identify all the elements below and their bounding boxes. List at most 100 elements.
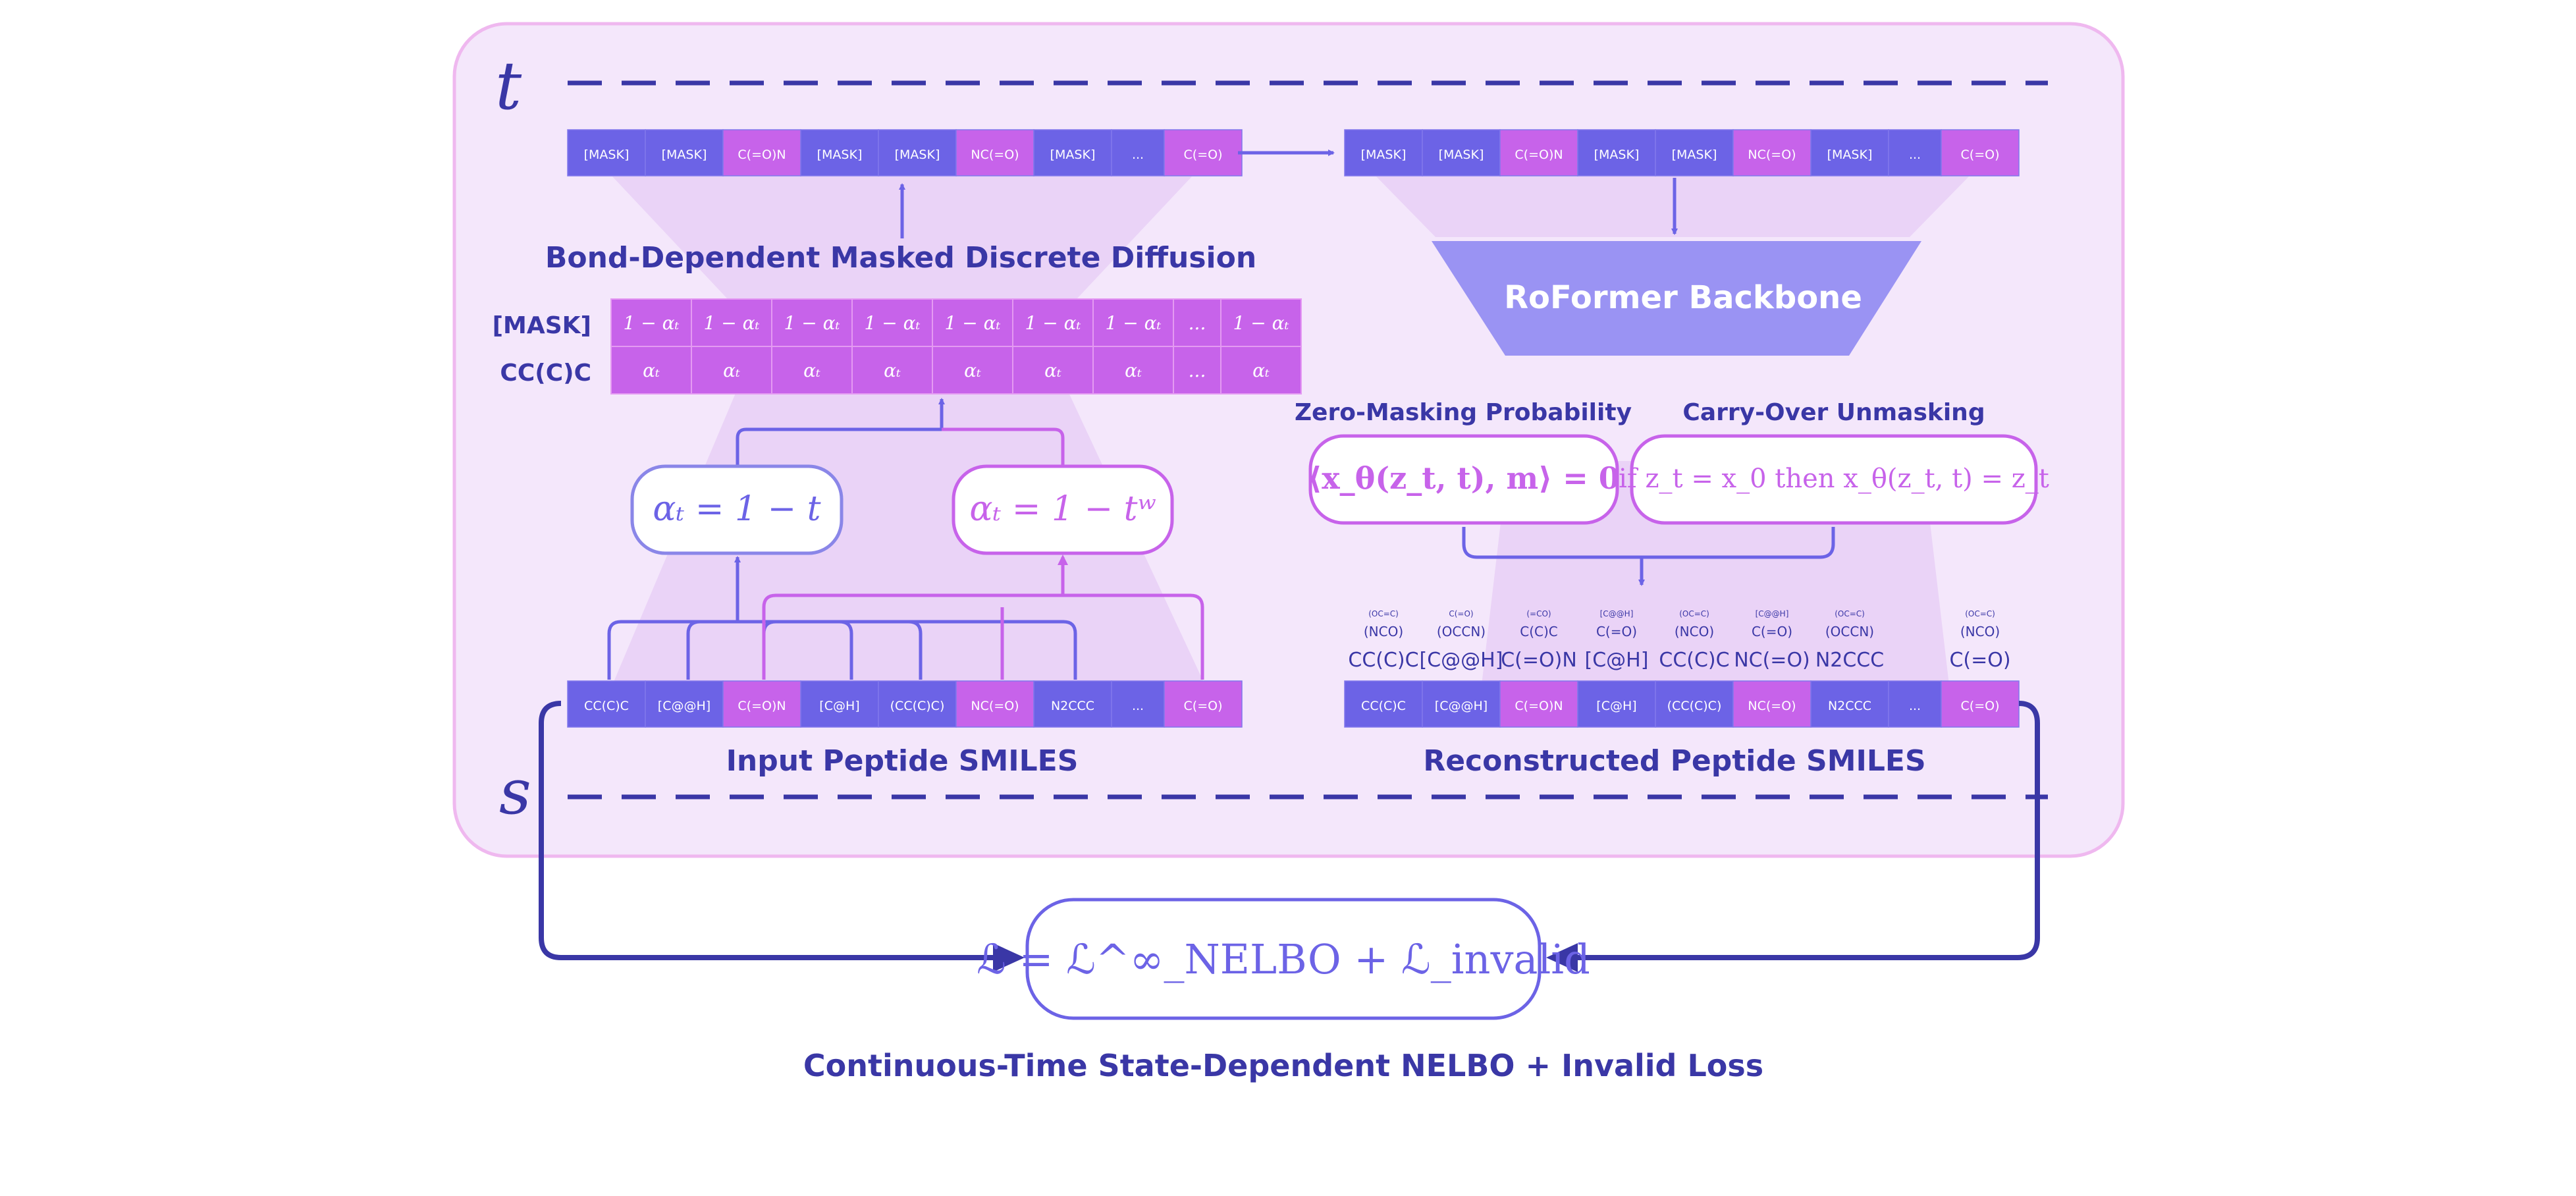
schedule-linear-box bbox=[630, 464, 844, 555]
token-label: [MASK] bbox=[1672, 148, 1717, 162]
candidate-small: (NCO) bbox=[1364, 624, 1403, 639]
token-label: C(=O) bbox=[1961, 699, 2000, 713]
token-label: C(=O) bbox=[1184, 699, 1223, 713]
token-cell bbox=[722, 680, 801, 728]
table-cell bbox=[932, 346, 1013, 394]
token-label: [C@H] bbox=[1596, 699, 1636, 713]
table-cell-text: αₜ bbox=[803, 360, 820, 381]
candidate-main: CC(C)C bbox=[1348, 649, 1418, 672]
token-cell bbox=[1499, 129, 1578, 177]
token-label: [C@H] bbox=[819, 699, 859, 713]
table-cell-text: αₜ bbox=[1252, 360, 1270, 381]
schedule-power-text: αₜ = 1 − tʷ bbox=[969, 489, 1156, 529]
token-label: ... bbox=[1909, 148, 1921, 162]
token-cell bbox=[800, 129, 879, 177]
table-cell-text: αₜ bbox=[884, 360, 901, 381]
token-cell bbox=[1344, 129, 1423, 177]
token-label: (CC(C)C) bbox=[890, 699, 945, 713]
token-label: [MASK] bbox=[1361, 148, 1407, 162]
token-cell bbox=[1422, 680, 1501, 728]
table-cell-text: 1 − αₜ bbox=[865, 312, 921, 334]
token-label: C(=O)N bbox=[1515, 148, 1563, 162]
carry-over-box bbox=[1630, 434, 2038, 525]
token-label: CC(C)C bbox=[584, 699, 629, 713]
candidate-small: C(=O) bbox=[1752, 624, 1792, 639]
table-cell-text: 1 − αₜ bbox=[1025, 312, 1081, 334]
token-cell bbox=[1033, 129, 1112, 177]
token-label: [C@@H] bbox=[658, 699, 711, 713]
token-cell bbox=[1655, 129, 1734, 177]
token-cell bbox=[1111, 680, 1165, 728]
token-label: [MASK] bbox=[817, 148, 863, 162]
token-cell bbox=[722, 129, 801, 177]
token-label: NC(=O) bbox=[971, 699, 1019, 713]
candidate-tiny: (OC=C) bbox=[1679, 609, 1709, 618]
candidate-main: NC(=O) bbox=[1734, 649, 1810, 672]
loss-arrowhead-right bbox=[1546, 943, 1578, 972]
token-label: C(=O)N bbox=[738, 699, 786, 713]
probability-table: 1 − αₜ 1 − αₜ 1 − αₜ 1 − αₜ 1 − αₜ 1 − αₜ 1 − … bbox=[610, 298, 1302, 394]
candidate-small: (OCCN) bbox=[1825, 624, 1874, 639]
token-label: [C@@H] bbox=[1435, 699, 1488, 713]
top-axis-label: t bbox=[495, 47, 522, 124]
token-label: C(=O)N bbox=[1515, 699, 1563, 713]
schedule-power-box bbox=[952, 464, 1174, 555]
backbone-label: RoFormer Backbone bbox=[1504, 279, 1862, 316]
token-label: [MASK] bbox=[662, 148, 707, 162]
token-cell bbox=[878, 680, 957, 728]
token-cell bbox=[1888, 129, 1942, 177]
table-cell-text: 1 − αₜ bbox=[1106, 312, 1162, 334]
loss-arrow-right bbox=[1575, 701, 2040, 960]
table-cell-text: αₜ bbox=[643, 360, 660, 381]
token-label: NC(=O) bbox=[1748, 148, 1796, 162]
reconstructed-sequence: CC(C)C[C@@H]C(=O)N[C@H](CC(C)C)NC(=O)N2C… bbox=[1344, 680, 2020, 728]
table-cell-text: 1 − αₜ bbox=[704, 312, 760, 334]
candidate-main: [C@H] bbox=[1585, 649, 1649, 672]
token-label: CC(C)C bbox=[1361, 699, 1406, 713]
table-cell bbox=[771, 298, 853, 347]
left-lower-funnel bbox=[612, 389, 1205, 685]
table-cell-text: 1 − αₜ bbox=[1233, 312, 1289, 334]
table-row-label-token: CC(C)C bbox=[500, 360, 591, 387]
table-cell bbox=[1173, 346, 1221, 394]
token-cell bbox=[1422, 129, 1501, 177]
table-cell bbox=[610, 298, 692, 347]
token-label: [MASK] bbox=[584, 148, 630, 162]
candidate-small: C(=O) bbox=[1596, 624, 1637, 639]
token-cell bbox=[955, 129, 1034, 177]
token-cell bbox=[1033, 680, 1112, 728]
table-cell bbox=[851, 346, 933, 394]
token-cell bbox=[1732, 129, 1811, 177]
table-cell-text: 1 − αₜ bbox=[784, 312, 840, 334]
table-cell bbox=[1220, 298, 1302, 347]
candidate-main: [C@@H] bbox=[1420, 649, 1503, 672]
token-cell bbox=[567, 680, 646, 728]
connector-linear-to-table bbox=[736, 398, 945, 465]
token-label: N2CCC bbox=[1828, 699, 1871, 713]
input-sequence: CC(C)C[C@@H]C(=O)N[C@H](CC(C)C)NC(=O)N2C… bbox=[567, 680, 1243, 728]
reconstructed-title: Reconstructed Peptide SMILES bbox=[1423, 744, 1925, 778]
token-label: (CC(C)C) bbox=[1667, 699, 1722, 713]
candidate-main: C(=O)N bbox=[1501, 649, 1577, 672]
candidate-main: N2CCC bbox=[1815, 649, 1884, 672]
table-cell bbox=[1092, 346, 1174, 394]
table-cell bbox=[691, 346, 772, 394]
table-cell-text: 1 − αₜ bbox=[624, 312, 680, 334]
token-label: [MASK] bbox=[1827, 148, 1873, 162]
schedule-linear-text: αₜ = 1 − t bbox=[653, 489, 820, 529]
left-upper-funnel bbox=[612, 177, 1192, 310]
table-cell-text: αₜ bbox=[1125, 360, 1142, 381]
token-cell bbox=[1732, 680, 1811, 728]
table-cell bbox=[1012, 298, 1094, 347]
candidate-small: C(C)C bbox=[1520, 624, 1558, 639]
zero-mask-formula: ⟨x_θ(z_t, t), m⟩ = 0 bbox=[1308, 460, 1620, 496]
candidate-tiny: [C@@H] bbox=[1756, 609, 1789, 618]
zero-mask-box bbox=[1308, 434, 1619, 525]
right-upper-funnel bbox=[1376, 177, 1969, 237]
carry-over-formula: if z_t = x_0 then x_θ(z_t, t) = z_t bbox=[1619, 464, 2049, 494]
token-cell bbox=[878, 129, 957, 177]
token-cell bbox=[1888, 680, 1942, 728]
table-cell bbox=[1173, 298, 1221, 347]
input-connectors bbox=[607, 555, 1204, 680]
token-label: [MASK] bbox=[1439, 148, 1484, 162]
